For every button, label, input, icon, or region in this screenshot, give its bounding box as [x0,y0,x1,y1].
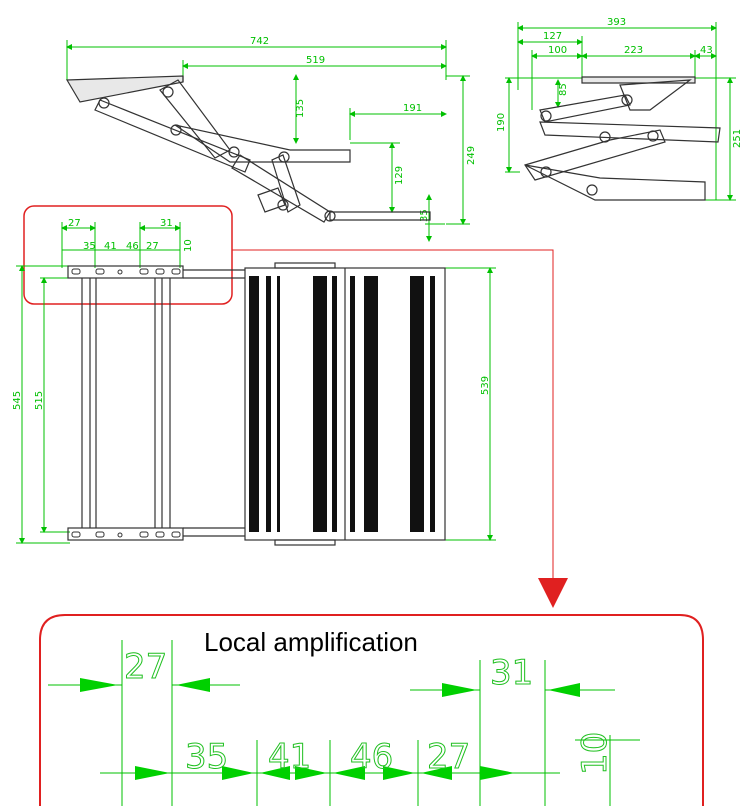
side-view: 742 519 135 191 129 35 249 [65,36,477,242]
dim-35-small: 35 [83,241,96,252]
dim-85: 85 [558,83,569,96]
dim-129: 129 [394,166,405,185]
dim-100: 100 [548,45,567,56]
dim-41-small: 41 [104,241,117,252]
callout-dim-27b: 27 [427,737,470,777]
dim-249: 249 [466,146,477,165]
dim-35: 35 [419,209,430,222]
dim-27b-small: 27 [146,241,159,252]
callout-dim-46: 46 [350,737,393,777]
callout-leader-line [232,249,554,580]
callout-arrow-icon [538,578,568,608]
folded-view: 393 127 100 223 43 85 190 251 [496,17,743,201]
dim-251: 251 [732,129,743,148]
dim-393: 393 [607,17,626,28]
dim-135: 135 [295,99,306,118]
dim-43: 43 [700,45,713,56]
dim-519: 519 [306,55,325,66]
callout-dim-35: 35 [185,737,228,777]
callout-dim-10: 10 [575,732,615,775]
dim-46-small: 46 [126,241,139,252]
callout-dim-31: 31 [490,653,533,693]
dim-545: 545 [12,391,23,410]
dim-31-small: 31 [160,218,173,229]
dim-127: 127 [543,31,562,42]
top-view: 27 31 35 41 46 27 10 545 515 539 [12,205,568,608]
dim-742: 742 [250,36,269,47]
local-amplification-callout: Local amplification 27 31 35 41 46 27 [39,614,704,806]
callout-dim-27: 27 [124,647,167,687]
dim-515: 515 [34,391,45,410]
dim-539: 539 [480,376,491,395]
dim-191: 191 [403,103,422,114]
callout-title: Local amplification [204,627,418,657]
dim-27-small: 27 [68,218,81,229]
dim-10-small: 10 [183,239,194,252]
dim-223: 223 [624,45,643,56]
dim-190: 190 [496,113,507,132]
highlight-box [23,205,233,305]
callout-dim-41: 41 [268,737,311,777]
